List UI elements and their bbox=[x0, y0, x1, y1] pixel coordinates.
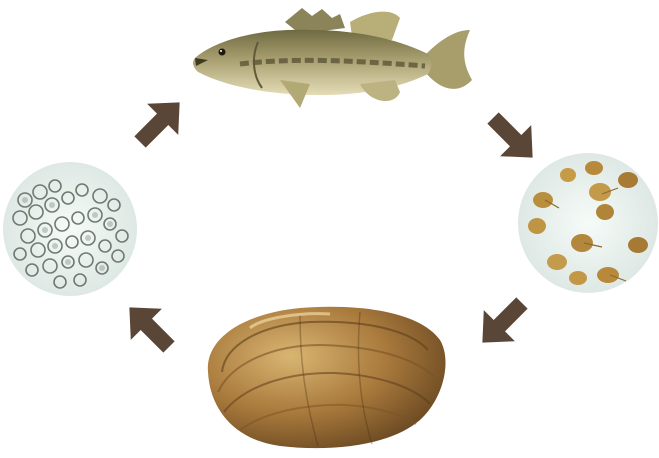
adult-mussel-shell-icon bbox=[208, 307, 446, 448]
juvenile-mussels-microscope-icon bbox=[518, 153, 658, 293]
glochidia-microscope-icon bbox=[3, 162, 137, 296]
arrow-to-juveniles-icon bbox=[477, 102, 548, 173]
arrow-to-fish-icon bbox=[124, 87, 195, 158]
largemouth-bass-icon bbox=[193, 8, 472, 108]
arrow-to-glochidia-icon bbox=[114, 292, 185, 363]
arrow-to-adult-mussel-icon bbox=[467, 287, 538, 358]
